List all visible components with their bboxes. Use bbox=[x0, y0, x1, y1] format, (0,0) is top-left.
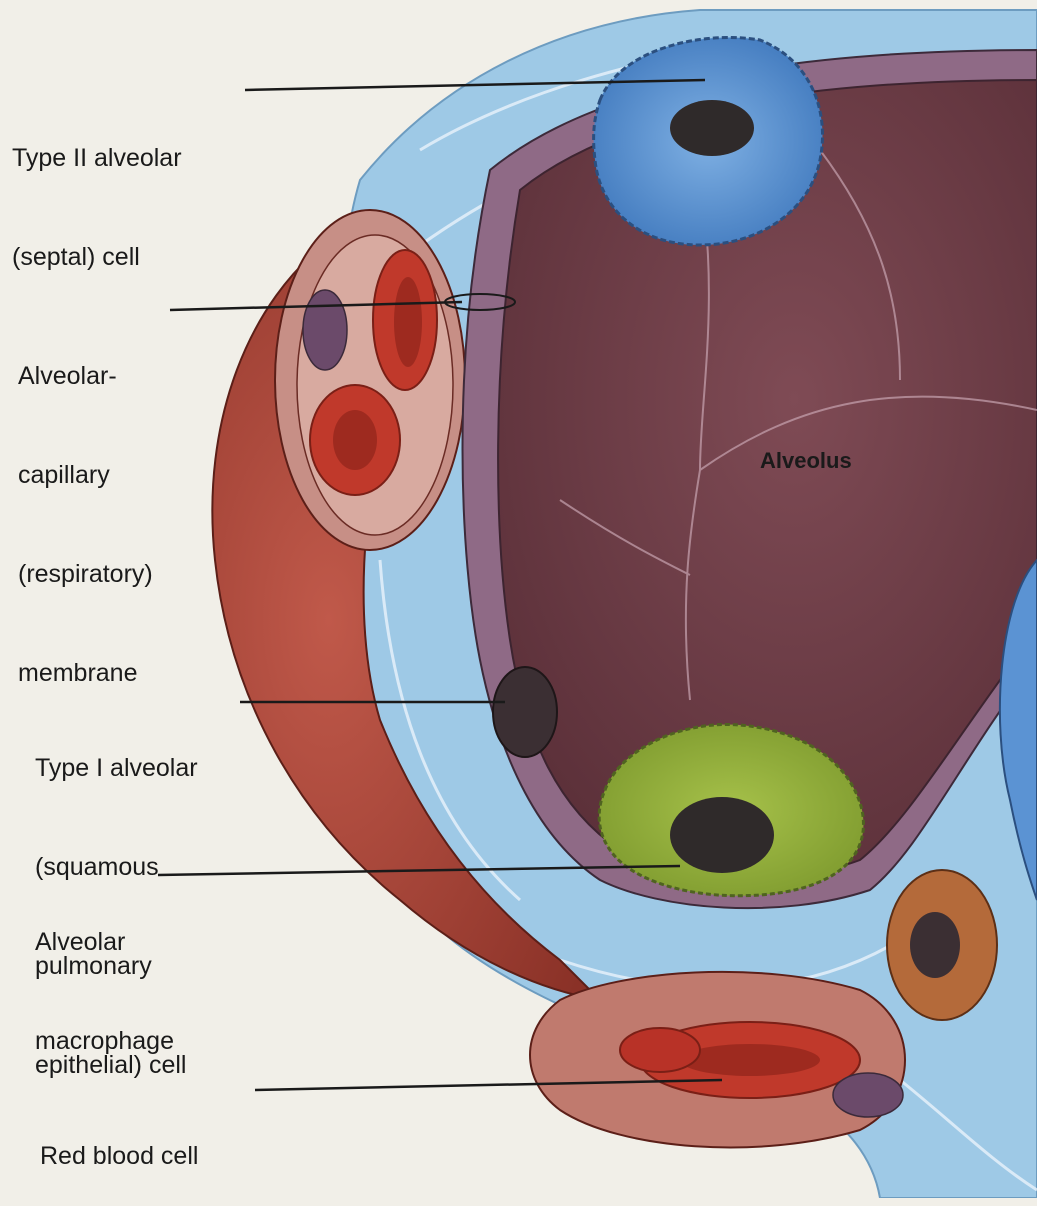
label-type2-line2: (septal) cell bbox=[12, 241, 182, 274]
label-membrane-line1: Alveolar- bbox=[18, 360, 153, 393]
label-membrane: Alveolar- capillary (respiratory) membra… bbox=[18, 294, 153, 723]
macrophage-nucleus bbox=[670, 797, 774, 873]
endothelial-nucleus bbox=[303, 290, 347, 370]
rbc-lower-2 bbox=[620, 1028, 700, 1072]
label-membrane-line3: (respiratory) bbox=[18, 558, 153, 591]
label-macro-line2: macrophage bbox=[35, 1025, 174, 1058]
type2-nucleus bbox=[670, 100, 754, 156]
label-type2-line1: Type II alveolar bbox=[12, 142, 182, 175]
type1-nucleus bbox=[493, 667, 557, 757]
endothelial-nucleus-lower bbox=[833, 1073, 903, 1117]
label-red-blood-cell: Red blood cell bbox=[40, 1074, 198, 1206]
label-membrane-line2: capillary bbox=[18, 459, 153, 492]
label-rbc-text: Red blood cell bbox=[40, 1140, 198, 1173]
label-type1-line1: Type I alveolar bbox=[35, 752, 198, 785]
label-macrophage: Alveolar macrophage bbox=[35, 860, 174, 1091]
label-macro-line1: Alveolar bbox=[35, 926, 174, 959]
label-type2-cell: Type II alveolar (septal) cell bbox=[12, 76, 182, 307]
label-alveolus: Alveolus bbox=[760, 448, 852, 474]
